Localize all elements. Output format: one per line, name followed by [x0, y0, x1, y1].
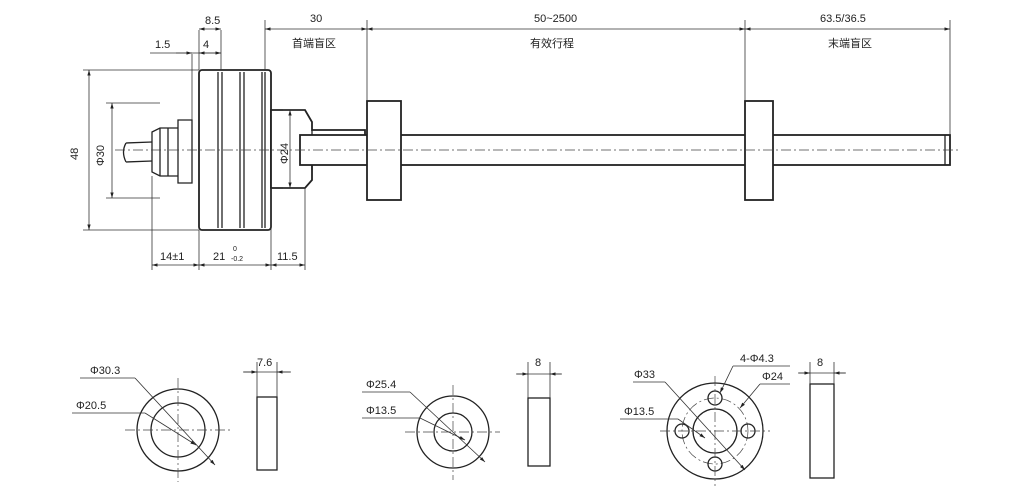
ring3-inner-dia: Φ13.5 — [624, 406, 654, 418]
ring3-outer-dia: Φ33 — [634, 369, 655, 381]
ring2-outer-dia: Φ25.4 — [366, 379, 396, 391]
dim-11-5: 11.5 — [277, 251, 298, 263]
bottom-dimensions: 14±1 21 0 -0.2 11.5 — [151, 176, 306, 270]
magnet-ring-1-side: 7.6 — [243, 357, 291, 471]
dim-14: 14±1 — [160, 251, 184, 263]
dim-phi30: Φ30 — [95, 145, 107, 166]
ring3-thickness: 8 — [817, 357, 823, 369]
dim-30: 30 — [310, 13, 322, 25]
label-head-dead-zone: 首端盲区 — [292, 36, 336, 50]
cable — [122, 141, 153, 163]
ring2-inner-dia: Φ13.5 — [366, 405, 396, 417]
label-tail-dead-zone: 末端盲区 — [828, 36, 872, 50]
ring2-thickness: 8 — [535, 357, 541, 369]
dim-48: 48 — [69, 148, 81, 160]
magnet-ring-3: Φ33 4-Φ4.3 Φ24 Φ13.5 — [620, 353, 790, 486]
label-effective-stroke: 有效行程 — [530, 36, 574, 50]
magnet-ring-head — [366, 100, 402, 201]
ring3-pcd: Φ24 — [762, 371, 783, 383]
dim-4: 4 — [203, 39, 209, 51]
vertical-dimensions: 48 Φ30 Φ24 — [69, 69, 305, 231]
ring3-holes: 4-Φ4.3 — [740, 353, 774, 365]
top-dimensions: 8.5 1.5 4 30 首端盲区 50~2500 有效行程 63.5/36.5… — [150, 13, 951, 135]
dim-8-5: 8.5 — [205, 15, 220, 27]
dim-1-5: 1.5 — [155, 39, 170, 51]
sensor-side-view — [115, 69, 960, 231]
dim-21-tol-lower: -0.2 — [231, 256, 243, 263]
magnet-ring-tail — [744, 100, 774, 201]
ring1-thickness: 7.6 — [257, 357, 272, 369]
dim-63-5-36-5: 63.5/36.5 — [820, 13, 866, 25]
magnet-ring-2-side: 8 — [516, 357, 562, 467]
dim-21: 21 — [213, 251, 225, 263]
ring1-outer-dia: Φ30.3 — [90, 365, 120, 377]
dim-phi24: Φ24 — [279, 143, 291, 164]
magnet-ring-2: Φ25.4 Φ13.5 — [362, 379, 500, 480]
magnet-ring-3-side: 8 — [798, 357, 846, 479]
ring1-inner-dia: Φ20.5 — [76, 400, 106, 412]
dim-21-tol-upper: 0 — [233, 246, 237, 253]
cable-gland — [151, 119, 193, 184]
dim-50-2500: 50~2500 — [534, 13, 577, 25]
magnet-ring-1: Φ30.3 Φ20.5 — [72, 365, 231, 482]
